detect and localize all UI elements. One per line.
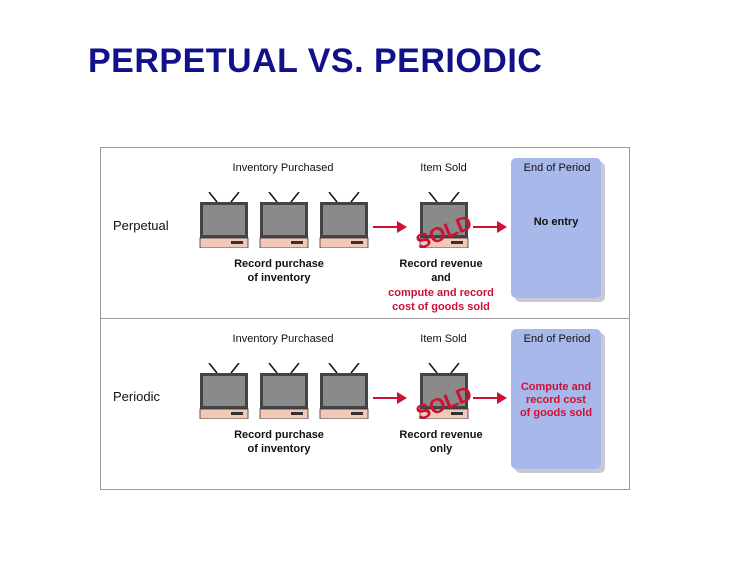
sold-stamp: SOLD xyxy=(413,211,476,254)
television-icon xyxy=(419,363,469,419)
arrow-right-icon xyxy=(373,221,407,233)
caption-revenue-text: Record revenue and xyxy=(399,258,483,285)
arrow-right-icon xyxy=(473,221,507,233)
page-title: PERPETUAL VS. PERIODIC xyxy=(88,42,543,80)
header-item-sold: Item Sold xyxy=(420,333,467,345)
arrow-right-icon xyxy=(473,392,507,404)
caption-record-purchase: Record purchase of inventory xyxy=(234,258,324,285)
end-of-period-text: Compute and record cost of goods sold xyxy=(519,381,593,420)
panel-label-perpetual: Perpetual xyxy=(113,218,169,233)
caption-revenue-text: Record revenue only xyxy=(399,429,483,456)
header-end-of-period: End of Period xyxy=(523,333,591,345)
sold-stamp-text: SOLD xyxy=(413,211,476,254)
end-of-period-box xyxy=(511,329,601,469)
caption-record-revenue: Record revenue and compute and record co… xyxy=(376,257,506,314)
sold-stamp: SOLD xyxy=(413,382,476,425)
arrow-right-icon xyxy=(373,392,407,404)
panel-label-periodic: Periodic xyxy=(113,389,160,404)
caption-record-purchase: Record purchase of inventory xyxy=(234,429,324,456)
end-of-period-box xyxy=(511,158,601,298)
television-icon xyxy=(259,363,309,419)
television-icon xyxy=(319,363,369,419)
caption-record-revenue: Record revenue only xyxy=(376,428,506,457)
header-item-sold: Item Sold xyxy=(420,162,467,174)
periodic-panel: Inventory Purchased Item Sold End of Per… xyxy=(100,318,630,490)
end-of-period-text: No entry xyxy=(533,216,579,228)
perpetual-panel: Inventory Purchased Item Sold End of Per… xyxy=(100,147,630,319)
header-inventory-purchased: Inventory Purchased xyxy=(232,333,334,345)
television-icon xyxy=(319,192,369,248)
header-end-of-period: End of Period xyxy=(523,162,591,174)
header-inventory-purchased: Inventory Purchased xyxy=(232,162,334,174)
television-icon xyxy=(199,363,249,419)
caption-compute-cogs: compute and record cost of goods sold xyxy=(388,286,494,313)
television-icon xyxy=(419,192,469,248)
television-icon xyxy=(199,192,249,248)
television-icon xyxy=(259,192,309,248)
sold-stamp-text: SOLD xyxy=(413,382,476,425)
